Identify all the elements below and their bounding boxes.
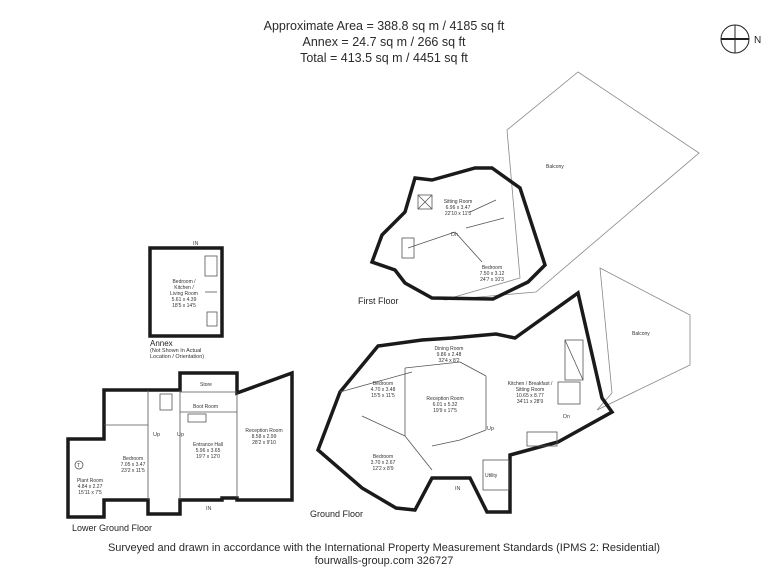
plant-room-name: Plant Room bbox=[77, 478, 103, 484]
balcony-first-label: Balcony bbox=[546, 164, 564, 170]
dining-room-imperial: 32'4 x 8'2 bbox=[438, 358, 459, 364]
annex-note-line2: Location / Orientation) bbox=[150, 354, 205, 360]
lower-ground-plan: T Store Boot Room Reception Room 8.58 x … bbox=[66, 370, 294, 519]
ground-bedroom1-metric: 4.70 x 3.48 bbox=[371, 387, 396, 393]
ground-in-mark: IN bbox=[455, 486, 461, 492]
ground-reception-name: Reception Room bbox=[426, 396, 463, 402]
ground-bedroom1-imperial: 15'5 x 11'5 bbox=[371, 393, 395, 399]
first-bedroom-metric: 7.50 x 3.12 bbox=[480, 271, 505, 277]
survey-reference: fourwalls-group.com 326727 bbox=[314, 555, 454, 567]
ground-bedroom2-metric: 3.70 x 2.67 bbox=[371, 460, 396, 466]
compass-label: N bbox=[754, 35, 761, 46]
lower-bedroom-name: Bedroom bbox=[123, 456, 143, 462]
annex-in-mark: IN bbox=[193, 241, 199, 247]
store-label: Store bbox=[200, 382, 212, 388]
annex-note-line1: (Not Shown In Actual bbox=[150, 348, 202, 354]
entrance-hall-metric: 5.96 x 3.65 bbox=[196, 448, 221, 454]
plant-room-metric: 4.84 x 2.27 bbox=[78, 484, 103, 490]
ground-bedroom2-name: Bedroom bbox=[373, 454, 393, 460]
ground-floor-walls bbox=[315, 290, 615, 514]
ground-floor-label: Ground Floor bbox=[310, 509, 364, 519]
compass-icon: N bbox=[720, 24, 761, 54]
lower-bedroom-metric: 7.05 x 3.47 bbox=[121, 462, 146, 468]
ground-reception-metric: 6.01 x 5.32 bbox=[433, 402, 458, 408]
area-annex: Annex = 24.7 sq m / 266 sq ft bbox=[302, 35, 466, 49]
area-approximate: Approximate Area = 388.8 sq m / 4185 sq … bbox=[263, 19, 505, 33]
kitchen-metric: 10.65 x 8.77 bbox=[516, 393, 544, 399]
first-bedroom-name: Bedroom bbox=[482, 265, 502, 271]
annex-room-name1: Bedroom / bbox=[172, 279, 196, 285]
sitting-room-metric: 6.96 x 3.47 bbox=[446, 205, 471, 211]
ground-up-mark: Up bbox=[487, 426, 494, 432]
plant-room-tank-icon bbox=[74, 460, 84, 470]
sitting-room-imperial: 22'10 x 11'5 bbox=[445, 211, 472, 217]
lower-ground-walls bbox=[66, 370, 294, 519]
ground-reception-imperial: 19'9 x 17'5 bbox=[433, 408, 457, 414]
kitchen-name1: Kitchen / Breakfast / bbox=[508, 381, 553, 387]
first-floor-balcony bbox=[443, 71, 700, 301]
ground-floor-balcony bbox=[596, 267, 691, 411]
balcony-ground-label: Balcony bbox=[632, 331, 650, 337]
annex-room-imperial: 18'5 x 14'5 bbox=[172, 303, 196, 309]
dining-room-name: Dining Room bbox=[435, 346, 464, 352]
area-total: Total = 413.5 sq m / 4451 sq ft bbox=[300, 51, 468, 65]
lower-reception-imperial: 28'2 x 9'10 bbox=[252, 440, 276, 446]
plant-t-mark: T bbox=[77, 463, 81, 469]
lower-reception-metric: 8.58 x 2.99 bbox=[252, 434, 277, 440]
annex-walls bbox=[148, 246, 224, 338]
kitchen-imperial: 34'11 x 28'9 bbox=[517, 399, 544, 405]
lower-bedroom-imperial: 23'2 x 11'5 bbox=[121, 468, 145, 474]
lower-in-mark: IN bbox=[206, 506, 212, 512]
annex-label: Annex bbox=[150, 339, 173, 348]
annex-room-metric: 5.61 x 4.39 bbox=[172, 297, 197, 303]
lower-up-mark2: Up bbox=[177, 432, 184, 438]
entrance-hall-name: Entrance Hall bbox=[193, 442, 223, 448]
dining-room-metric: 9.86 x 2.48 bbox=[437, 352, 462, 358]
annex-room-name3: Living Room bbox=[170, 291, 198, 297]
ground-bedroom1-name: Bedroom bbox=[373, 381, 393, 387]
first-floor-walls bbox=[369, 166, 547, 301]
ground-floor-plan: Dining Room 9.86 x 2.48 32'4 x 8'2 Bedro… bbox=[315, 267, 691, 514]
annex-room-name2: Kitchen / bbox=[174, 285, 194, 291]
ground-dn-mark: Dn bbox=[563, 414, 570, 420]
first-floor-label: First Floor bbox=[358, 296, 399, 306]
boot-room-label: Boot Room bbox=[193, 404, 218, 410]
first-floor-dn-mark: Dn bbox=[451, 232, 458, 238]
first-bedroom-imperial: 24'7 x 10'3 bbox=[480, 277, 504, 283]
annex-plan: IN Bedroom / Kitchen / Living Room 5.61 … bbox=[148, 241, 224, 338]
ground-bedroom2-imperial: 12'2 x 8'9 bbox=[372, 466, 393, 472]
utility-label: Utility bbox=[485, 473, 498, 479]
plant-room-imperial: 15'11 x 7'5 bbox=[78, 490, 102, 496]
survey-statement: Surveyed and drawn in accordance with th… bbox=[107, 542, 661, 554]
entrance-hall-imperial: 19'7 x 12'0 bbox=[196, 454, 220, 460]
lower-ground-floor-label: Lower Ground Floor bbox=[72, 523, 153, 533]
lower-up-mark1: Up bbox=[153, 432, 160, 438]
first-floor-plan: Balcony Sitting Room 6.96 x 3.47 22'10 x… bbox=[369, 71, 700, 301]
lower-reception-name: Reception Room bbox=[245, 428, 282, 434]
kitchen-name2: Sitting Room bbox=[516, 387, 545, 393]
sitting-room-name: Sitting Room bbox=[444, 199, 473, 205]
